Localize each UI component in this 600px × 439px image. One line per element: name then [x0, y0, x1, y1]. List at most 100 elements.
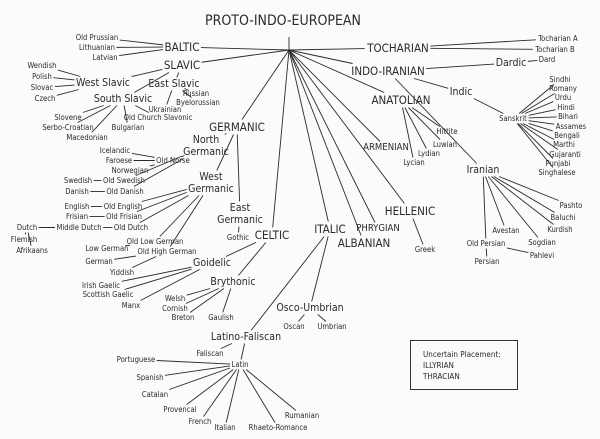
node-gujaranti: Gujaranti	[549, 150, 581, 159]
node-lycian: Lycian	[403, 158, 424, 167]
edge-osco-umbrian-oscan	[297, 314, 305, 322]
edge-italic-latino-faliscan	[250, 236, 325, 331]
edge-root-hellenic	[288, 49, 405, 204]
edge-north-germanic-old-swedish	[135, 155, 182, 176]
edge-latin-french	[203, 369, 237, 417]
node-afrikaans: Afrikaans	[16, 246, 48, 255]
edge-west-germanic-old-low-german	[159, 195, 200, 237]
node-old-church-slavonic: Old Church Slavonic	[124, 113, 193, 122]
edge-south-slavic-macedonian	[91, 105, 118, 133]
edge-root-indo-iranian	[288, 49, 353, 64]
edge-latin-provencal	[186, 369, 234, 405]
node-provencal: Provencal	[163, 405, 196, 414]
edge-dardic-dard	[527, 59, 538, 62]
node-flemish: Flemish	[11, 235, 37, 244]
node-avestan: Avestan	[492, 226, 519, 235]
legend-item: ILLYRIAN	[423, 361, 454, 370]
node-gothic: Gothic	[227, 233, 249, 242]
node-latino-faliscan: Latino-Faliscan	[211, 331, 281, 343]
node-baltic: BALTIC	[165, 40, 200, 54]
node-phrygian: PHRYGIAN	[356, 223, 400, 234]
node-marthi: Marthi	[553, 140, 575, 149]
edge-root-baltic	[200, 47, 290, 51]
node-slavic: SLAVIC	[164, 58, 200, 72]
node-latvian: Latvian	[92, 53, 117, 62]
edge-north-germanic-old-danish	[133, 158, 184, 187]
node-slovac: Slovac	[31, 83, 54, 92]
node-indic: Indic	[450, 86, 473, 98]
edge-slavic-west-slavic	[131, 69, 163, 77]
edge-dutch-afrikaans	[27, 232, 32, 246]
node-spanish: Spanish	[137, 373, 164, 382]
node-faliscan: Faliscan	[196, 349, 223, 358]
node-hindi: Hindi	[557, 103, 575, 112]
node-french: French	[189, 417, 212, 426]
node-old-swedish: Old Swedish	[103, 176, 145, 185]
edge-iranian-kurdish	[491, 176, 554, 225]
node-bihari: Bihari	[558, 112, 578, 121]
node-old-persian: Old Persian	[467, 239, 506, 248]
node-manx: Manx	[122, 301, 140, 310]
edge-root-slavic	[201, 49, 290, 63]
node-tocharian-b: Tocharian B	[534, 45, 575, 54]
node-faroese: Faroese	[106, 156, 132, 165]
edge-south-slavic-old-church-slavonic	[135, 105, 149, 113]
node-dard: Dard	[539, 55, 555, 64]
node-tocharian-a: Tocharian A	[537, 34, 578, 43]
edge-celtic-brythonic	[238, 242, 267, 276]
edge-iranian-old-persian	[482, 176, 487, 239]
node-celtic: CELTIC	[255, 228, 290, 242]
node-breton: Breton	[172, 313, 195, 322]
node-rumanian: Rumanian	[285, 411, 319, 420]
edge-sanskrit-bengali	[528, 122, 553, 132]
node-armenian: ARMENIAN	[363, 142, 409, 153]
node-low-german: Low German	[86, 244, 129, 253]
edge-sanskrit-bihari	[528, 116, 557, 119]
edge-sanskrit-gujaranti	[520, 123, 559, 150]
node-latin: Latin	[232, 360, 249, 369]
edge-baltic-latvian	[119, 49, 164, 57]
node-norwegian: Norwegian	[112, 166, 149, 175]
node-old-norse: Old Norse	[156, 156, 190, 165]
node-east-slavic: East Slavic	[148, 78, 199, 90]
edge-old-norse-norwegian	[149, 164, 155, 167]
edge-hellenic-greek	[412, 218, 424, 245]
edge-sanskrit-hindi	[528, 109, 556, 116]
edge-root-anatolian	[288, 49, 385, 93]
node-serbo-croatian: Serbo-Croatian	[42, 123, 93, 132]
node-brythonic: Brythonic	[210, 276, 255, 288]
node-russian: Russian	[183, 89, 209, 98]
node-lydian: Lydian	[418, 149, 440, 158]
node-punjabi: Punjabi	[546, 159, 571, 168]
node-iranian: Iranian	[467, 164, 500, 176]
edge-sanskrit-urdu	[524, 101, 554, 114]
node-old-dutch: Old Dutch	[114, 223, 148, 232]
edge-root-italic	[288, 49, 329, 222]
node-cornish: Cornish	[162, 304, 188, 313]
edge-root-phrygian	[288, 49, 376, 223]
node-oscan: Oscan	[283, 322, 304, 331]
edge-germanic-west-germanic	[216, 134, 234, 171]
edge-germanic-east-germanic	[236, 134, 241, 202]
edge-west-slavic-slovac	[54, 84, 75, 88]
node-icelandic: Icelandic	[100, 146, 131, 155]
edge-root-tocharian	[289, 48, 365, 51]
edge-west-slavic-polish	[53, 77, 75, 81]
edge-iranian-sogdian	[487, 176, 539, 238]
node-old-frisian: Old Frisian	[106, 212, 142, 221]
node-catalan: Catalan	[142, 390, 168, 399]
edge-baltic-old-prussian	[119, 39, 164, 46]
node-osco-umbrian: Osco-Umbrian	[276, 302, 343, 314]
edge-anatolian-hittite	[411, 107, 440, 127]
edge-west-germanic-old-dutch	[139, 195, 189, 223]
node-baluchi: Baluchi	[550, 213, 575, 222]
edge-goidelic-manx	[140, 269, 200, 301]
edge-goidelic-scottish-gaelic	[124, 268, 192, 290]
node-indo-iranian: INDO-IRANIAN	[351, 64, 424, 78]
node-bulgarian: Bulgarian	[112, 123, 145, 132]
legend-item: THRACIAN	[423, 372, 460, 381]
edge-west-germanic-old-frisian	[136, 191, 187, 212]
